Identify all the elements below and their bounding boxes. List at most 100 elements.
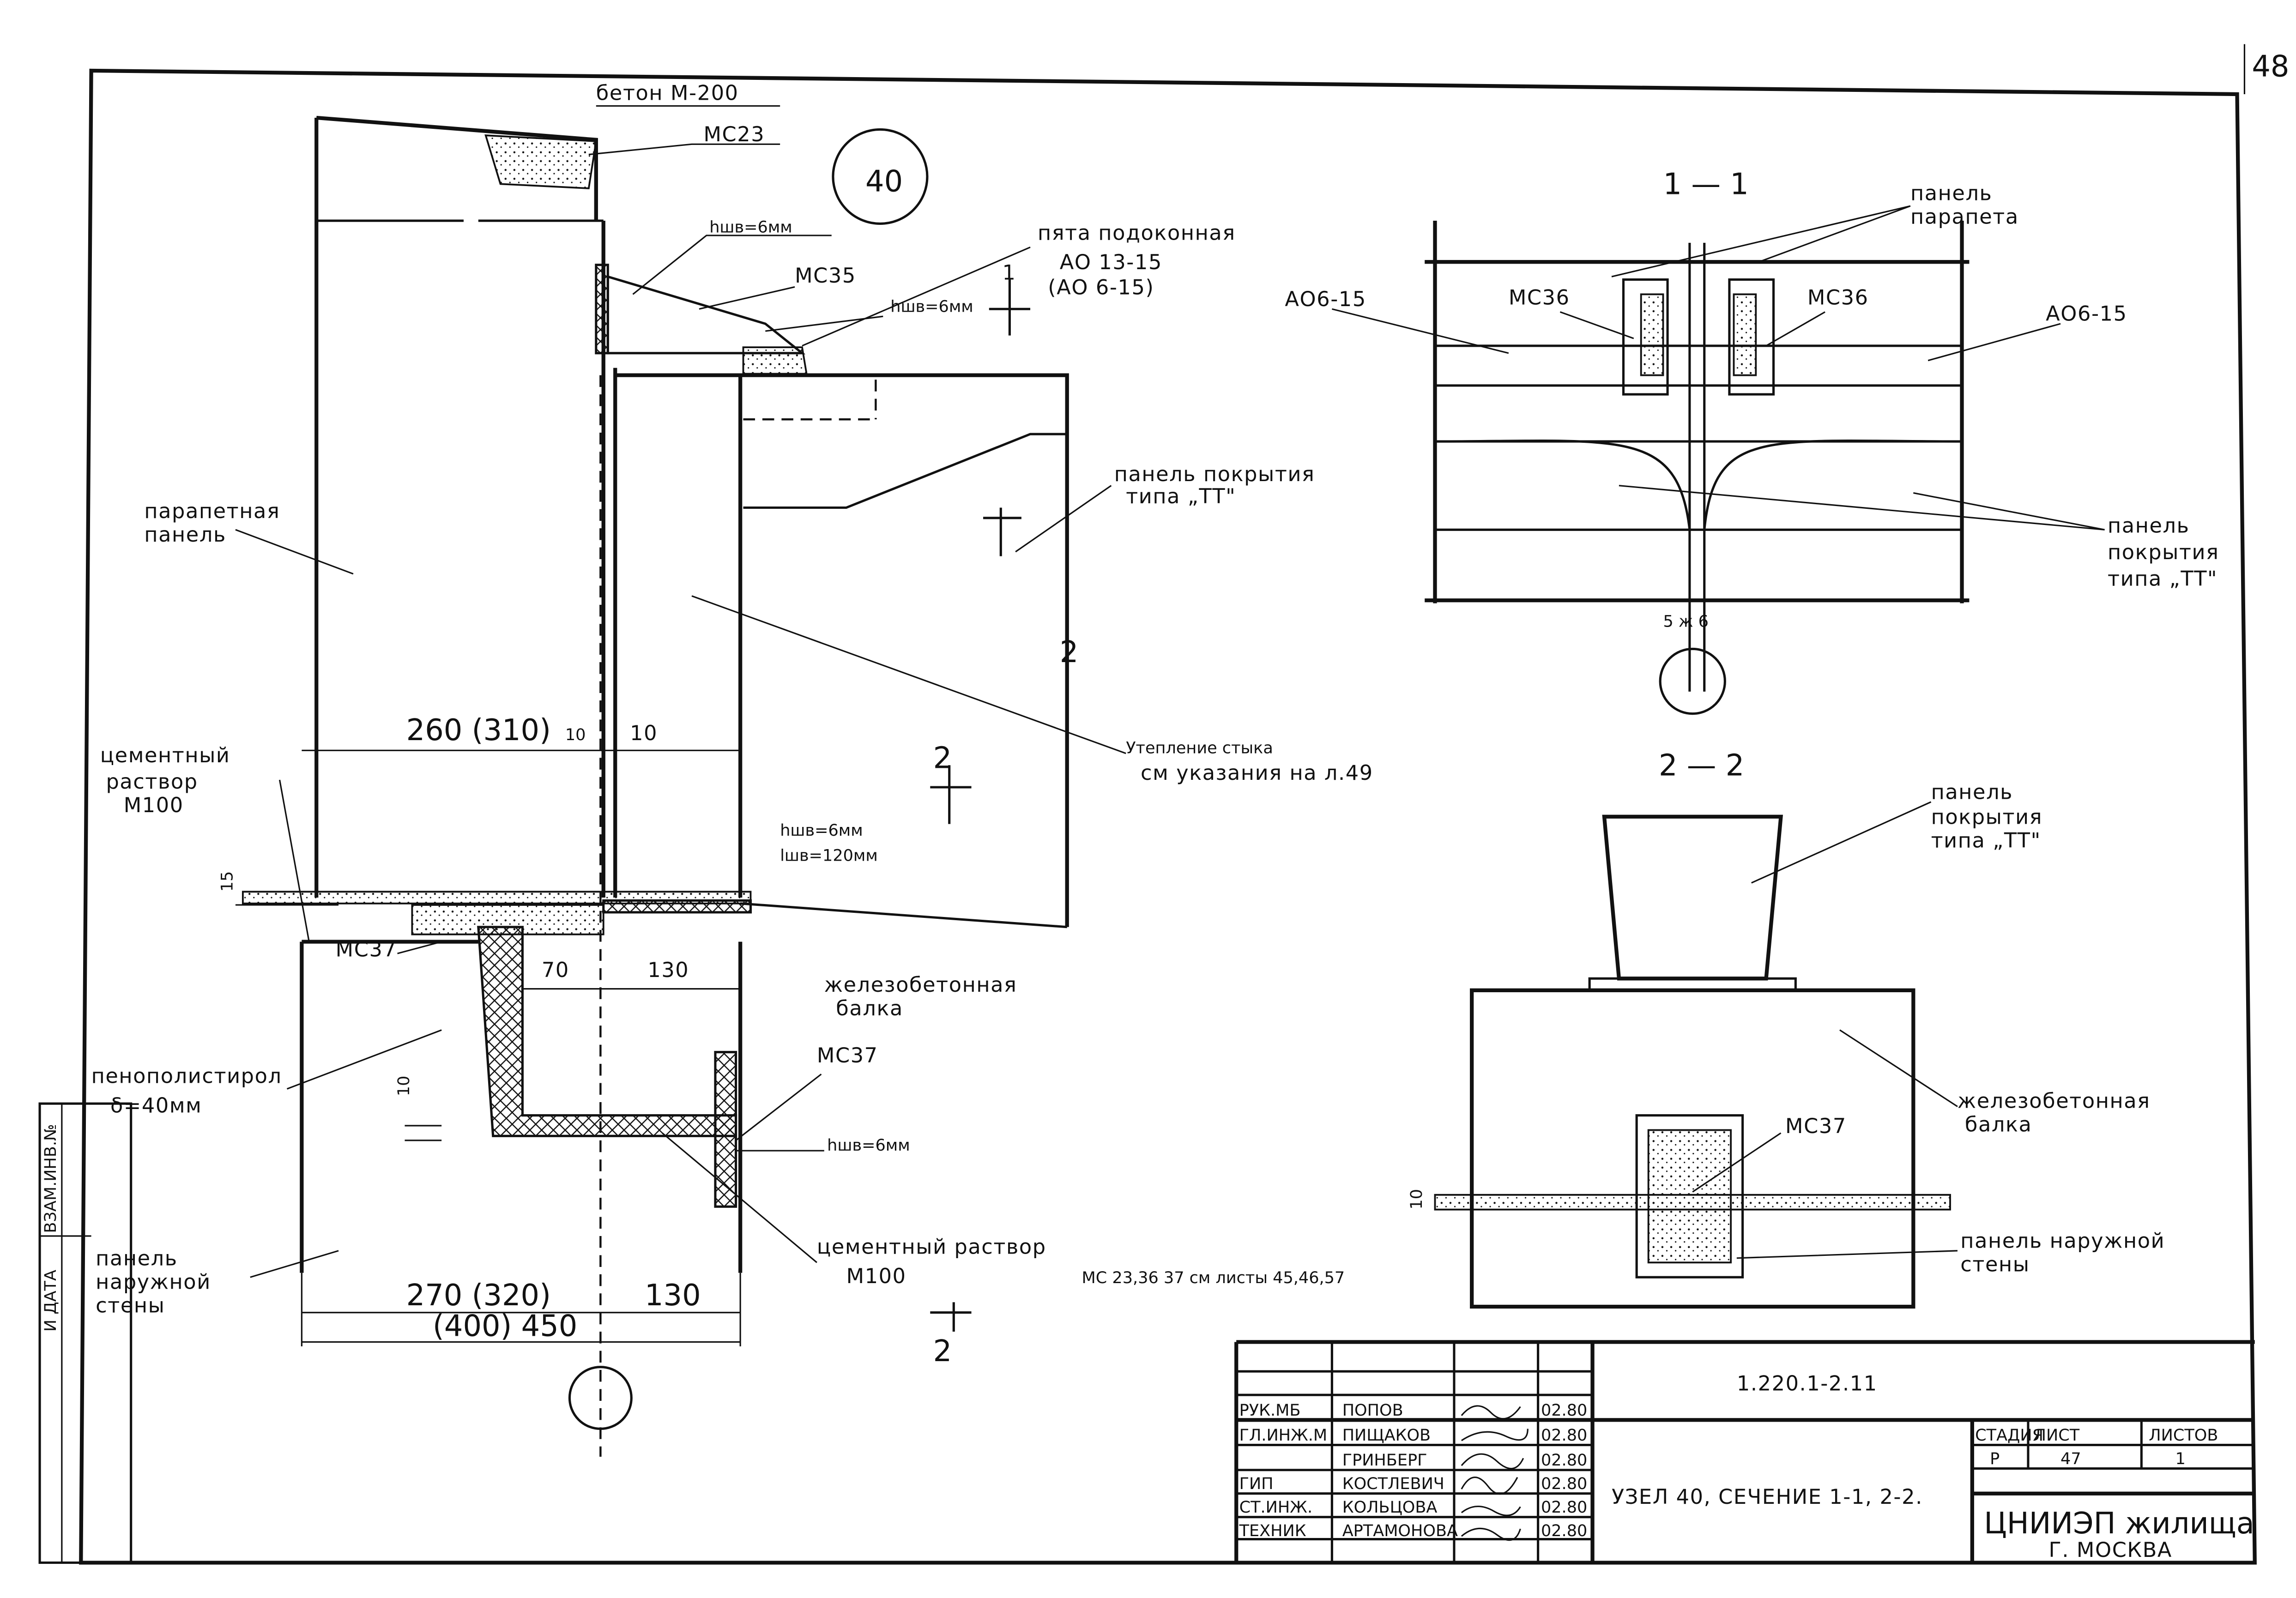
s11-roof-2: покрытия (2108, 540, 2219, 564)
node-marker-label: 40 (865, 164, 903, 199)
row-date: 02.80 (1541, 1521, 1587, 1540)
document-code: 1.220.1-2.11 (1737, 1372, 1878, 1396)
city: Г. МОСКВА (2049, 1538, 2172, 1562)
dim-260: 260 (310) (406, 713, 551, 748)
label-mc-reference: МС 23,36 37 см листы 45,46,57 (1082, 1268, 1345, 1287)
label-outer-wall-2: наружной (96, 1270, 211, 1294)
label-joint-insulation-2: см указания на л.49 (1141, 761, 1373, 785)
label-outer-wall-3: стены (96, 1294, 165, 1318)
label-parapet-panel-1: парапетная (144, 499, 280, 523)
dim-10c: 10 (394, 1076, 413, 1097)
dim-15: 15 (218, 871, 237, 892)
dim-130b: 130 (645, 1278, 701, 1313)
s22-beam-2: балка (1965, 1113, 2032, 1137)
label-cement-mortar2-2: М100 (846, 1264, 906, 1288)
s11-parapet-2: парапета (1910, 205, 2019, 229)
row-role: СТ.ИНЖ. (1239, 1498, 1312, 1517)
label-polystyrene-2: δ=40мм (110, 1093, 202, 1117)
label-polystyrene-1: пенополистирол (91, 1064, 282, 1088)
s22-beam-1: железобетонная (1958, 1089, 2151, 1113)
label-mc23: МС23 (703, 122, 765, 146)
label-weld-2: hшв=6мм (890, 297, 973, 316)
s11-mc36-right: МС36 (1807, 286, 1869, 310)
node-marker-circle (832, 128, 929, 225)
organization: ЦНИИЭП жилища (1984, 1507, 2254, 1541)
drawing-title: УЗЕЛ 40, СЕЧЕНИЕ 1-1, 2-2. (1612, 1485, 1923, 1509)
sheets-value: 1 (2175, 1449, 2186, 1468)
label-sill-heel: пята подоконная (1038, 221, 1236, 245)
stamp-replacement-label: ВЗАМ.ИНВ.№ (41, 1124, 60, 1233)
label-cement-mortar-3: М100 (124, 793, 184, 817)
label-sill-heel-alt: (АО 6-15) (1048, 275, 1154, 299)
s11-gap-dim: 5 ж 6 (1663, 612, 1709, 631)
dim-2: 2 (1060, 635, 1079, 669)
label-weld-1: hшв=6мм (709, 218, 792, 237)
s11-roof-3: типа „ТТ" (2108, 567, 2217, 591)
title-block: 1.220.1-2.11 РУК.МБ ПОПОВ 02.80 ГЛ.ИНЖ.М… (1234, 1340, 2255, 1563)
row-date: 02.80 (1541, 1498, 1587, 1517)
label-weld-3a: hшв=6мм (780, 821, 863, 840)
dim-270: 270 (320) (406, 1278, 551, 1313)
s22-roof-1: панель (1931, 780, 2013, 804)
sheet-frame: 48 (79, 44, 2289, 1565)
row-date: 02.80 (1541, 1451, 1587, 1470)
label-mc37-a: МС37 (336, 938, 397, 962)
label-rc-beam-1: железобетонная (824, 973, 1017, 997)
row-date: 02.80 (1541, 1426, 1587, 1445)
section-1-1-title: 1 — 1 (1663, 168, 1749, 202)
section-2-2: 2 — 2 панель покрытия типа „ТТ" железобе… (1407, 749, 2165, 1309)
side-stamp: ВЗАМ.ИНВ.№ И ДАТА (38, 1102, 133, 1564)
s22-outer-wall-1: панель наружной (1960, 1229, 2165, 1253)
row-name: АРТАМОНОВА (1342, 1521, 1458, 1540)
label-roof-panel-2: типа „ТТ" (1126, 484, 1236, 508)
label-cement-mortar-1: цементный (100, 743, 230, 767)
row-name: ПОПОВ (1342, 1401, 1403, 1420)
dim-10b: 10 (630, 721, 658, 745)
row-date: 02.80 (1541, 1401, 1587, 1420)
label-cement-mortar-2: раствор (106, 770, 198, 794)
label-cement-mortar2-1: цементный раствор (817, 1235, 1046, 1259)
stage-value: Р (1990, 1449, 2000, 1468)
stage-label: СТАДИЯ (1975, 1426, 2043, 1445)
s22-dim-10: 10 (1407, 1189, 1426, 1210)
label-weld-3b: lшв=120мм (780, 846, 878, 865)
sheets-label: ЛИСТОВ (2149, 1426, 2218, 1445)
row-role: ГИП (1239, 1474, 1274, 1493)
cut-2-marker-bottom: 2 (933, 1334, 952, 1369)
s22-roof-3: типа „ТТ" (1931, 829, 2041, 853)
label-rc-beam-2: балка (836, 996, 903, 1020)
s11-mc36-left: МС36 (1509, 286, 1570, 310)
dim-450: (400) 450 (433, 1309, 577, 1344)
s11-parapet-1: панель (1910, 181, 1992, 205)
s11-ao-left: АО6-15 (1285, 287, 1366, 311)
dim-10a: 10 (565, 725, 586, 744)
main-section-node-40: 40 бетон М-200 МС23 hшв=6мм пята подокон… (91, 81, 1373, 1457)
label-parapet-panel-2: панель (144, 523, 226, 547)
s11-ao-right: АО6-15 (2046, 302, 2127, 326)
label-outer-wall-1: панель (96, 1247, 177, 1271)
label-mc35: МС35 (795, 264, 856, 288)
row-role: РУК.МБ (1239, 1401, 1301, 1420)
row-name: ГРИНБЕРГ (1342, 1451, 1427, 1470)
label-roof-panel-1: панель покрытия (1114, 462, 1315, 486)
signature-rows: РУК.МБ ПОПОВ 02.80 ГЛ.ИНЖ.М ПИЩАКОВ 02.8… (1239, 1401, 1587, 1541)
cut-1-marker: 1 (1002, 261, 1016, 285)
label-concrete: бетон М-200 (596, 81, 739, 105)
sheet-label: ЛИСТ (2034, 1426, 2080, 1445)
label-sill-heel-code: АО 13-15 (1060, 250, 1162, 274)
row-date: 02.80 (1541, 1474, 1587, 1493)
cut-2-marker: 2 (933, 742, 952, 776)
row-name: КОЛЬЦОВА (1342, 1498, 1438, 1517)
s22-mc37: МС37 (1785, 1114, 1847, 1138)
dim-70: 70 (542, 958, 569, 982)
label-weld-4: hшв=6мм (827, 1136, 910, 1155)
row-name: КОСТЛЕВИЧ (1342, 1474, 1444, 1493)
s11-roof-1: панель (2108, 514, 2189, 538)
signatures (1461, 1405, 1529, 1541)
dim-130a: 130 (647, 958, 689, 982)
section-axis-circle (568, 1366, 633, 1430)
label-mc37-b: МС37 (817, 1043, 878, 1067)
sheet-number: 48 (2252, 50, 2289, 84)
sheet-value: 47 (2060, 1449, 2081, 1468)
